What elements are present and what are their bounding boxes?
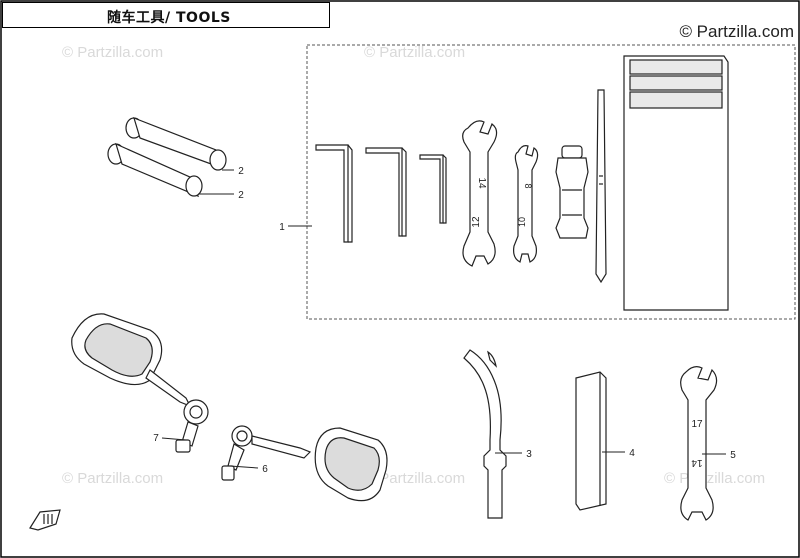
watermark-text: © Partzilla.com [62, 44, 164, 61]
hook-spanner [463, 349, 507, 519]
wrench-marking: 10 [517, 217, 527, 227]
wrench-marking: 12 [471, 216, 482, 228]
hose-clamp-upper [125, 116, 227, 171]
mirror-right [221, 425, 388, 502]
hex-key-small [419, 154, 447, 224]
wrench-8-10 [513, 145, 539, 263]
callout-2: 2 [238, 166, 244, 177]
diagram-title: 随车工具/ TOOLS [107, 10, 231, 26]
wrench-marking: 8 [523, 183, 533, 188]
callout-3: 3 [526, 449, 532, 460]
title-box: 随车工具/ TOOLS [2, 2, 330, 28]
toolkit-group-box [306, 44, 796, 320]
callout-4: 4 [629, 448, 635, 459]
callout-2: 2 [238, 190, 244, 201]
wrench-marking: 14 [691, 457, 703, 468]
screwdriver-handle [555, 145, 589, 239]
callout-1: 1 [279, 222, 285, 233]
wrench-marking: 14 [476, 177, 487, 189]
watermark-text: © Partzilla.com [62, 470, 164, 487]
orientation-arrow-icon [29, 509, 61, 531]
leader-lines [161, 169, 726, 469]
hex-key-large [315, 144, 353, 243]
screwdriver-shaft [595, 89, 607, 284]
hex-key-medium [365, 147, 407, 237]
mirror-left [71, 313, 209, 453]
wrench-marking: 17 [691, 419, 703, 430]
watermark-text: © Partzilla.com [364, 470, 466, 487]
wrench-14-12 [462, 120, 498, 267]
callout-5: 5 [730, 450, 736, 461]
callout-6: 6 [262, 464, 268, 475]
wrench-17-14 [680, 366, 718, 521]
tool-pouch [623, 55, 729, 311]
hose-clamp-lower [107, 142, 203, 198]
callout-7: 7 [153, 433, 159, 444]
watermark-text: © Partzilla.com [364, 44, 466, 61]
tool-bar [575, 371, 607, 511]
brand-watermark: © Partzilla.com [679, 22, 794, 41]
